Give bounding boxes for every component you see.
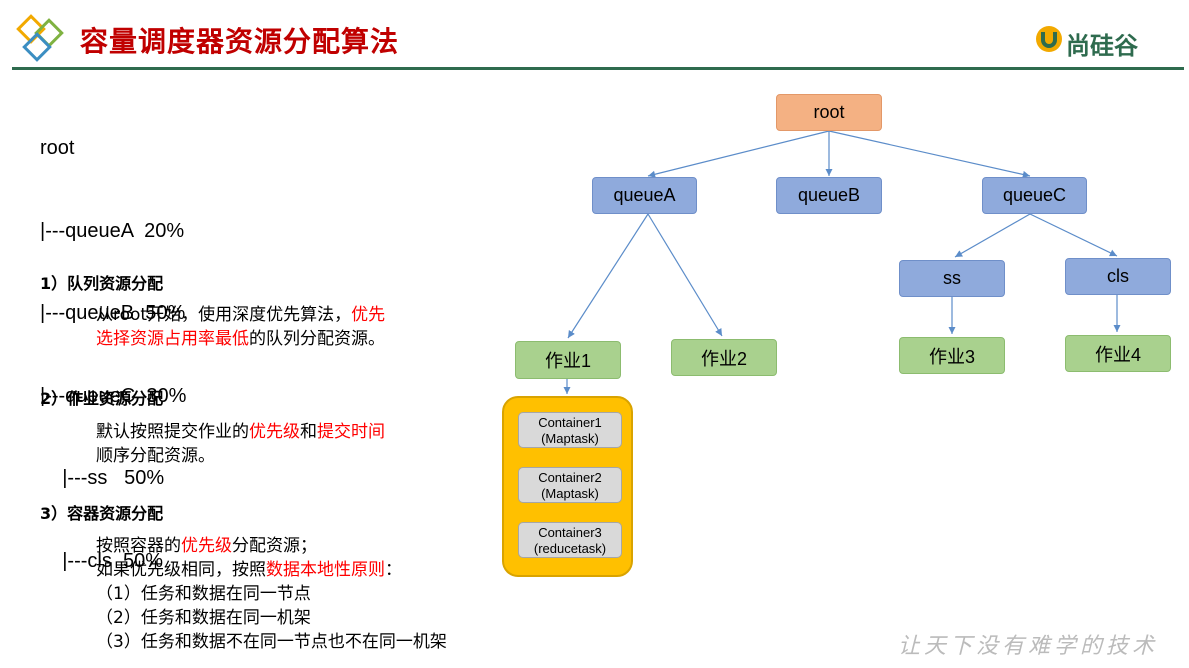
tree-line: |---ss 50% xyxy=(40,467,165,489)
section-line: 选择资源占用率最低的队列分配资源。 xyxy=(96,327,385,351)
container-node: Container2 (Maptask) xyxy=(518,467,622,503)
section-heading-queue: 1）队列资源分配 xyxy=(40,274,164,293)
brand-u-icon xyxy=(1036,26,1062,52)
tree-line: |---queueB 50% xyxy=(40,302,186,324)
highlight-text: 数据本地性原则 xyxy=(266,560,385,580)
node-queueB: queueB xyxy=(776,177,882,214)
section-body-container: 按照容器的优先级分配资源；如果优先级相同，按照数据本地性原则：（1）任务和数据在… xyxy=(96,534,447,654)
header-divider xyxy=(12,67,1184,70)
section-heading-container: 3）容器资源分配 xyxy=(40,504,164,523)
section-line: 如果优先级相同，按照数据本地性原则： xyxy=(96,558,447,582)
highlight-text: 优先 xyxy=(351,305,386,325)
highlight-text: 选择资源占用率最低 xyxy=(96,329,249,349)
body-text: （2）任务和数据在同一机架 xyxy=(96,608,311,628)
slide-header: 容量调度器资源分配算法 尚硅谷 xyxy=(0,0,1189,70)
tree-line: |---cls 50% xyxy=(40,549,163,572)
logo-diamond-icon xyxy=(16,14,64,62)
highlight-text: 优先级 xyxy=(249,422,300,442)
section-line: 从root开始，使用深度优先算法，优先 xyxy=(96,303,385,327)
body-text: 按照容器的 xyxy=(96,536,181,556)
highlight-text: 提交时间 xyxy=(317,422,385,442)
node-root: root xyxy=(776,94,882,131)
body-text: 默认按照提交作业的 xyxy=(96,422,249,442)
node-job2: 作业2 xyxy=(671,339,777,376)
edge-queueC-cls xyxy=(1029,213,1118,257)
container-node: Container1 (Maptask) xyxy=(518,412,622,448)
queue-tree-text: root |---queueA 20% |---queueB 50% |---q… xyxy=(40,80,186,603)
brand-name: 尚硅谷 xyxy=(1066,32,1138,60)
body-text: 从root开始，使用深度优先算法， xyxy=(96,305,352,325)
section-body-queue: 从root开始，使用深度优先算法，优先选择资源占用率最低的队列分配资源。 xyxy=(96,303,385,351)
node-ss: ss xyxy=(899,260,1005,297)
edge-queueA-job2 xyxy=(647,213,723,337)
section-line: （2）任务和数据在同一机架 xyxy=(96,606,447,630)
tree-line: |---queueA 20% xyxy=(40,219,185,242)
body-text: 的队列分配资源。 xyxy=(249,329,385,349)
body-text: （3）任务和数据不在同一节点也不在同一机架 xyxy=(96,632,447,652)
container-group: Container1 (Maptask) Container2 (Maptask… xyxy=(502,396,633,577)
node-job3: 作业3 xyxy=(899,337,1005,374)
section-heading-job: 2）作业资源分配 xyxy=(40,389,164,408)
body-text: 如果优先级相同，按照 xyxy=(96,560,266,580)
highlight-text: 优先级 xyxy=(181,536,232,556)
section-line: （3）任务和数据不在同一节点也不在同一机架 xyxy=(96,630,447,654)
tree-line: |---queueC 30% xyxy=(40,384,187,407)
body-text: （1）任务和数据在同一节点 xyxy=(96,584,311,604)
section-body-job: 默认按照提交作业的优先级和提交时间顺序分配资源。 xyxy=(96,420,385,468)
body-text: 和 xyxy=(300,422,317,442)
body-text: ： xyxy=(385,560,402,580)
watermark-slogan: 让天下没有难学的技术 xyxy=(898,634,1159,659)
node-queueC: queueC xyxy=(982,177,1087,214)
node-cls: cls xyxy=(1065,258,1171,295)
body-text: 顺序分配资源。 xyxy=(96,446,215,466)
container-node: Container3 (reducetask) xyxy=(518,522,622,558)
edge-queueA-job1 xyxy=(567,213,649,339)
edge-root-queueA xyxy=(647,130,830,178)
node-job1: 作业1 xyxy=(515,341,621,379)
section-line: 按照容器的优先级分配资源； xyxy=(96,534,447,558)
section-line: （1）任务和数据在同一节点 xyxy=(96,582,447,606)
section-line: 顺序分配资源。 xyxy=(96,444,385,468)
body-text: 分配资源； xyxy=(232,536,317,556)
node-queueA: queueA xyxy=(592,177,697,214)
page-title: 容量调度器资源分配算法 xyxy=(80,25,400,58)
edge-queueC-ss xyxy=(954,213,1031,258)
edge-root-queueC xyxy=(828,130,1031,178)
node-job4: 作业4 xyxy=(1065,335,1171,372)
section-line: 默认按照提交作业的优先级和提交时间 xyxy=(96,420,385,444)
tree-line: root xyxy=(40,137,75,159)
